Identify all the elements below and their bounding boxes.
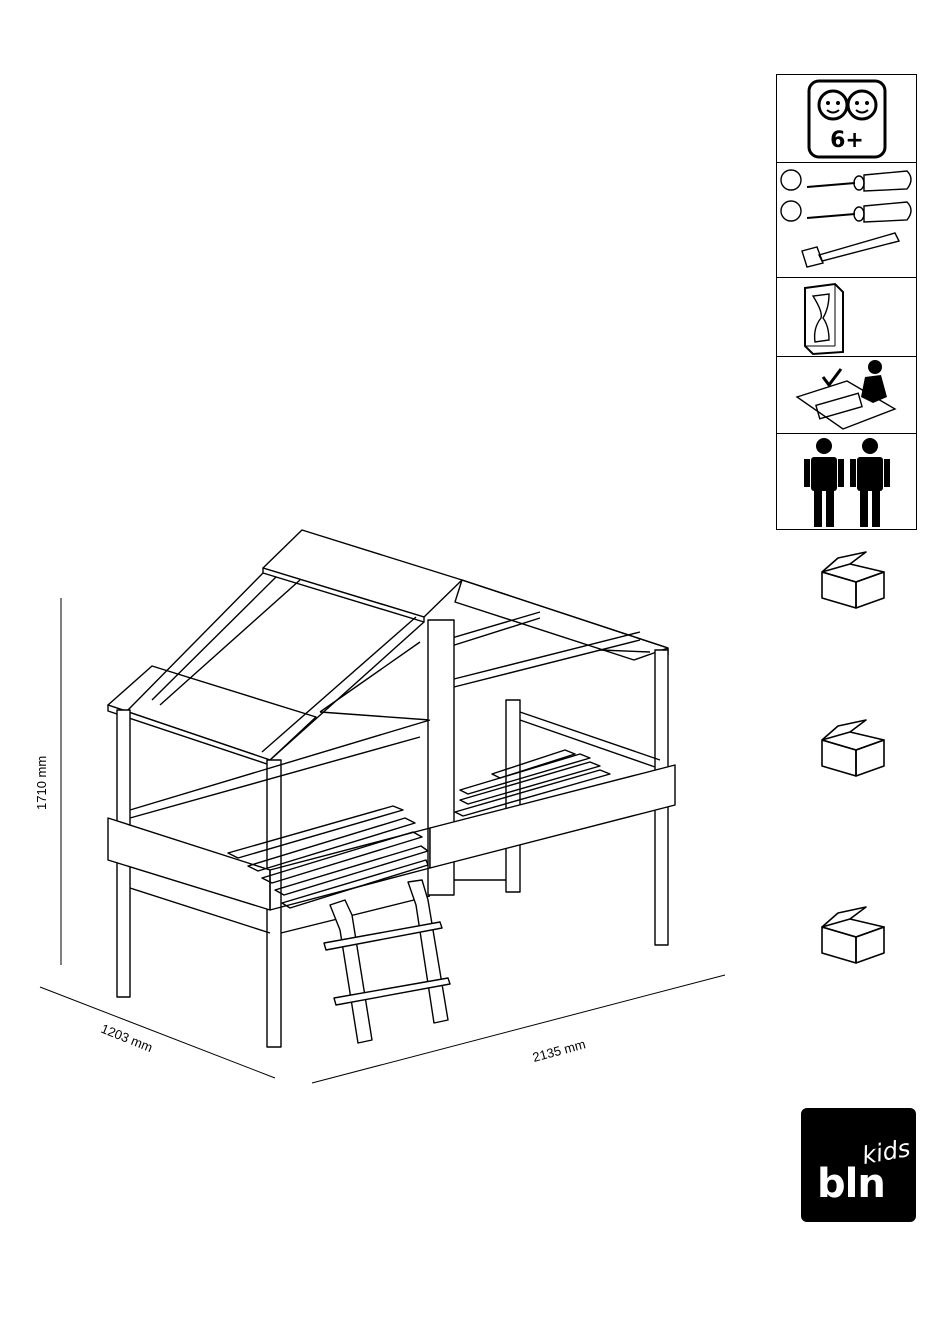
box-icon xyxy=(818,718,888,778)
box-icon xyxy=(818,550,888,610)
persons-panel xyxy=(776,433,917,530)
rail-end xyxy=(430,765,675,868)
age-label: 6+ xyxy=(830,128,864,153)
dimension-depth: 1203 mm xyxy=(99,1021,155,1055)
time-panel xyxy=(776,277,917,357)
tools-panel xyxy=(776,162,917,278)
age-panel: 6+ xyxy=(776,74,917,163)
box-icon xyxy=(818,905,888,965)
ladder xyxy=(324,880,450,1043)
logo-main: bln xyxy=(817,1161,885,1207)
bln-kids-logo: kids bln xyxy=(801,1108,916,1222)
dimension-height: 1710 mm xyxy=(34,756,49,810)
hourglass-icon xyxy=(777,278,918,358)
children-faces-icon: 6+ xyxy=(777,75,918,164)
floor-panel xyxy=(776,356,917,434)
roof-sheet-back xyxy=(455,580,668,660)
rail-front xyxy=(108,818,270,910)
dimension-length: 2135 mm xyxy=(531,1036,587,1065)
assemble-on-floor-icon xyxy=(777,357,918,435)
screwdrivers-hammer-icon xyxy=(777,163,918,279)
two-persons-icon xyxy=(777,434,918,531)
